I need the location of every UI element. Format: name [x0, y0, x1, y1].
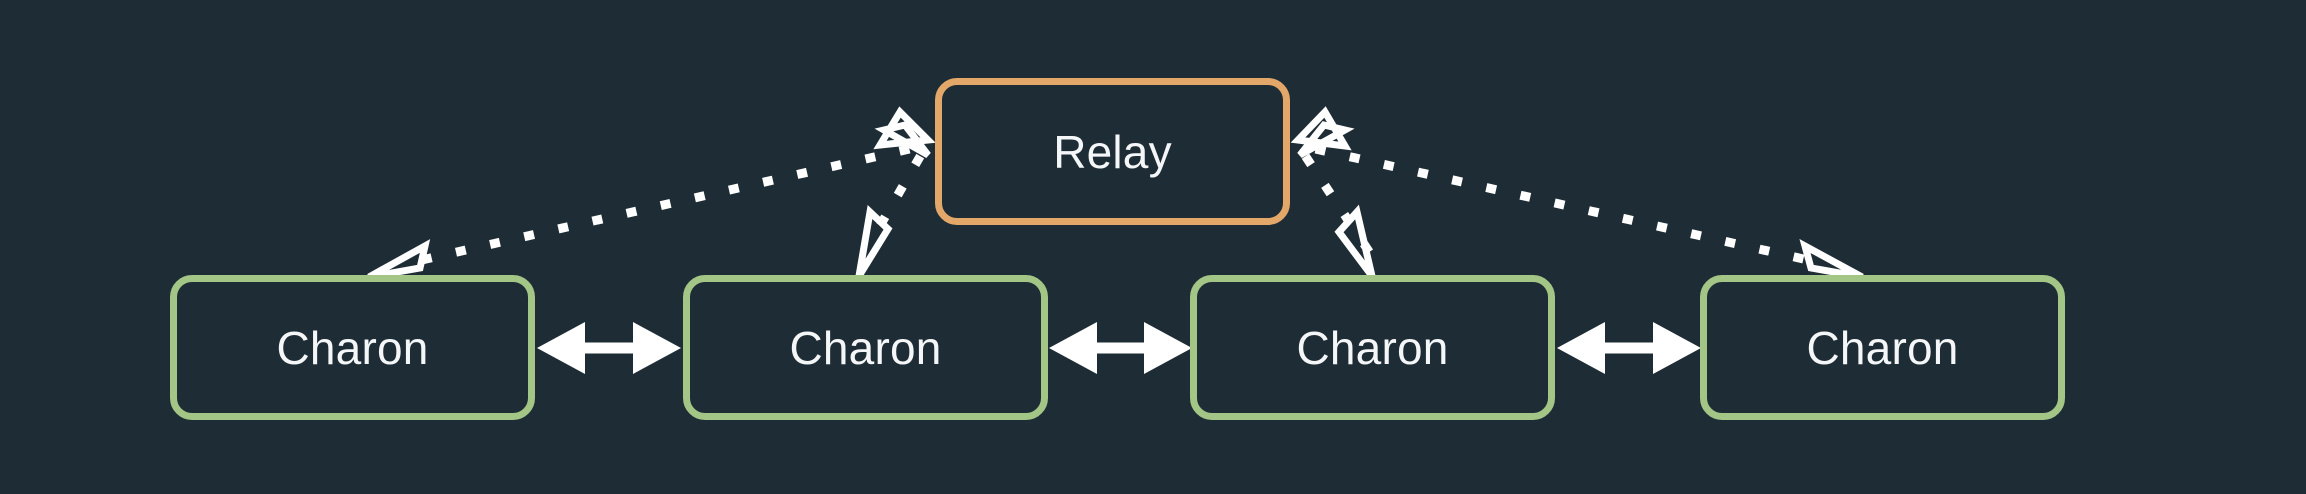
edge-relay-charon-4-arrowhead-source	[1297, 121, 1355, 159]
edge-relay-charon-4	[1297, 121, 1864, 281]
edge-charon-1-charon-2	[537, 322, 681, 374]
edge-relay-charon-1-line	[394, 144, 911, 271]
edge-relay-charon-2-arrowhead-target	[855, 204, 893, 278]
node-charon-1-label: Charon	[276, 321, 429, 374]
node-charon-2-label: Charon	[789, 321, 942, 374]
node-relay[interactable]: Relay	[935, 78, 1290, 225]
edge-charon-2-charon-3-arrowhead-left	[1049, 322, 1097, 374]
node-charon-4[interactable]: Charon	[1700, 275, 2065, 420]
edge-relay-charon-4-arrowhead-target	[1799, 239, 1864, 281]
edge-charon-1-charon-2-arrowhead-right	[633, 322, 681, 374]
edge-relay-charon-4-line	[1314, 144, 1836, 271]
edge-relay-charon-2	[855, 106, 936, 278]
node-charon-4-label: Charon	[1806, 321, 1959, 374]
edge-charon-1-charon-2-arrowhead-left	[537, 322, 585, 374]
edge-relay-charon-1	[367, 121, 931, 281]
edge-charon-3-charon-4-arrowhead-left	[1557, 322, 1605, 374]
edge-relay-charon-3	[1290, 106, 1376, 279]
node-relay-label: Relay	[1053, 125, 1172, 178]
edge-relay-charon-2-line	[859, 153, 925, 257]
node-charon-1[interactable]: Charon	[170, 275, 535, 420]
edge-relay-charon-1-arrowhead-target	[367, 239, 431, 281]
edge-relay-charon-3-line	[1301, 153, 1375, 257]
edge-relay-charon-3-arrowhead-target	[1334, 204, 1376, 279]
edge-charon-3-charon-4-arrowhead-right	[1653, 322, 1701, 374]
edge-charon-2-charon-3	[1049, 322, 1192, 374]
node-charon-3-label: Charon	[1296, 321, 1449, 374]
edge-relay-charon-1-arrowhead-source	[874, 121, 931, 159]
edge-relay-charon-2-arrowhead-source	[873, 106, 936, 150]
edge-charon-2-charon-3-arrowhead-right	[1144, 322, 1192, 374]
node-charon-3[interactable]: Charon	[1190, 275, 1555, 420]
node-charon-2[interactable]: Charon	[683, 275, 1048, 420]
edge-charon-3-charon-4	[1557, 322, 1701, 374]
edge-relay-charon-3-arrowhead-source	[1290, 106, 1352, 151]
